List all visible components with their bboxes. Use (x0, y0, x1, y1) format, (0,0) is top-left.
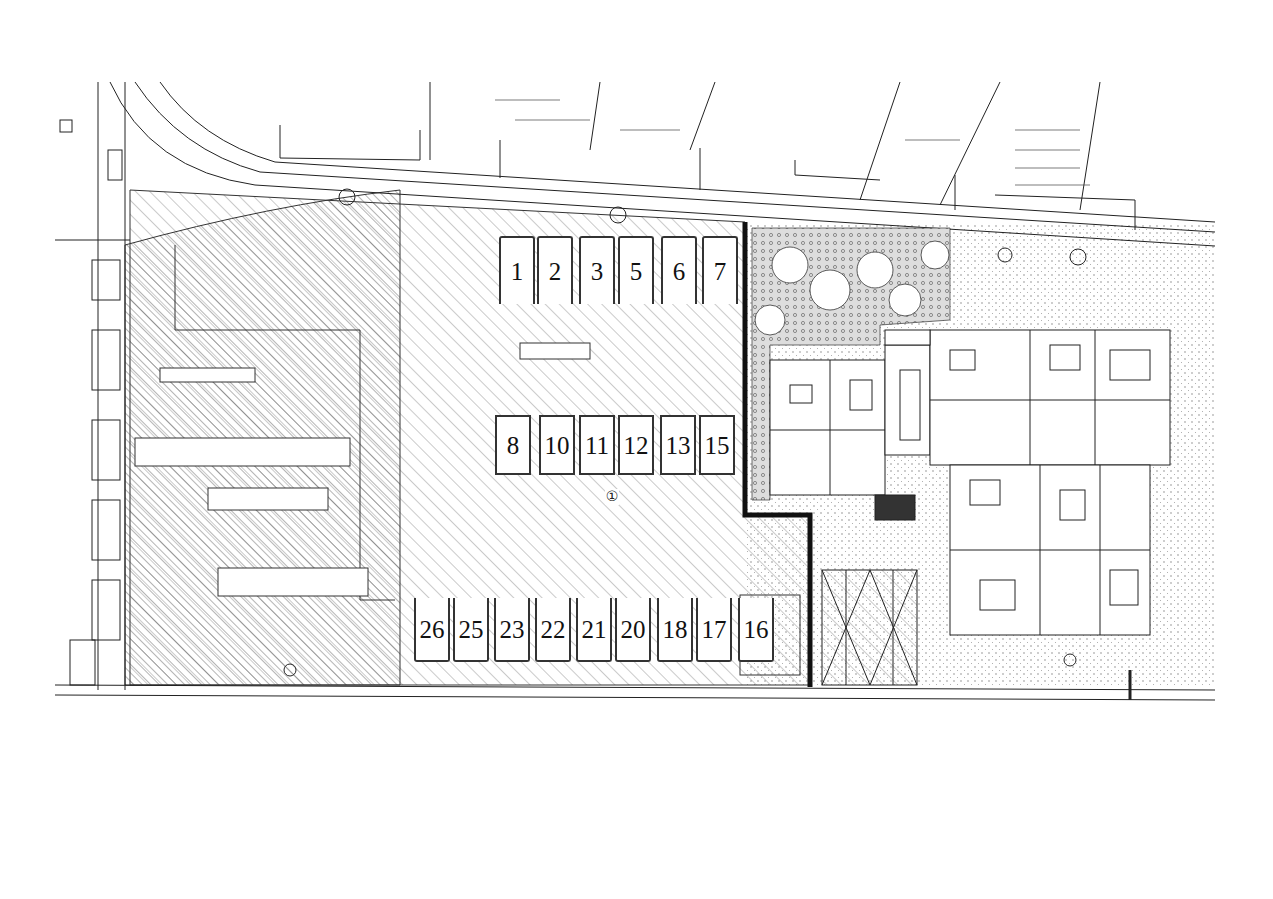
area-number: ① (605, 489, 620, 504)
parking-stall: 17 (696, 598, 732, 662)
stall-number: 10 (545, 433, 570, 458)
parking-stall: 11 (579, 415, 615, 475)
garage (822, 570, 917, 685)
parking-stall: 23 (494, 598, 530, 662)
stall-number: 23 (500, 617, 525, 642)
parking-stall: 8 (495, 415, 531, 475)
parking-stall: 15 (699, 415, 735, 475)
stall-number: 7 (714, 259, 727, 284)
stall-number: 13 (666, 433, 691, 458)
parking-stall: 5 (618, 236, 654, 304)
parking-stall: 6 (661, 236, 697, 304)
stall-number: 6 (673, 259, 686, 284)
stall-number: 8 (507, 433, 520, 458)
stall-number: 25 (459, 617, 484, 642)
parking-stall: 16 (738, 598, 774, 662)
stall-number: 21 (582, 617, 607, 642)
stall-number: 26 (420, 617, 445, 642)
parking-stall: 20 (615, 598, 651, 662)
parking-stall: 26 (414, 598, 450, 662)
stall-number: 16 (744, 617, 769, 642)
leader-lines (495, 100, 1090, 185)
stall-number: 1 (511, 259, 524, 284)
restricted-area (125, 190, 400, 685)
parking-stall: 1 (499, 236, 535, 304)
stall-number: 20 (621, 617, 646, 642)
stall-number: 18 (663, 617, 688, 642)
parking-stall: 12 (618, 415, 654, 475)
stall-number: 2 (549, 259, 562, 284)
parking-stall: 13 (660, 415, 696, 475)
parking-stall: 22 (535, 598, 571, 662)
parking-stall: 2 (537, 236, 573, 304)
planting (752, 228, 950, 500)
stall-number: 5 (630, 259, 643, 284)
stall-number: 3 (591, 259, 604, 284)
stall-number: 12 (624, 433, 649, 458)
parking-stall: 21 (576, 598, 612, 662)
zone-outlines (135, 245, 800, 675)
parking-stall: 7 (702, 236, 738, 304)
landscape-area (745, 225, 1215, 687)
stall-number: 22 (541, 617, 566, 642)
stall-number: 17 (702, 617, 727, 642)
stall-number: 15 (705, 433, 730, 458)
parking-stall: 3 (579, 236, 615, 304)
parking-stall: 25 (453, 598, 489, 662)
parking-stall: 10 (539, 415, 575, 475)
parking-stall: 18 (657, 598, 693, 662)
stall-number: 11 (585, 433, 609, 458)
trees (755, 241, 949, 335)
fence (55, 82, 130, 690)
